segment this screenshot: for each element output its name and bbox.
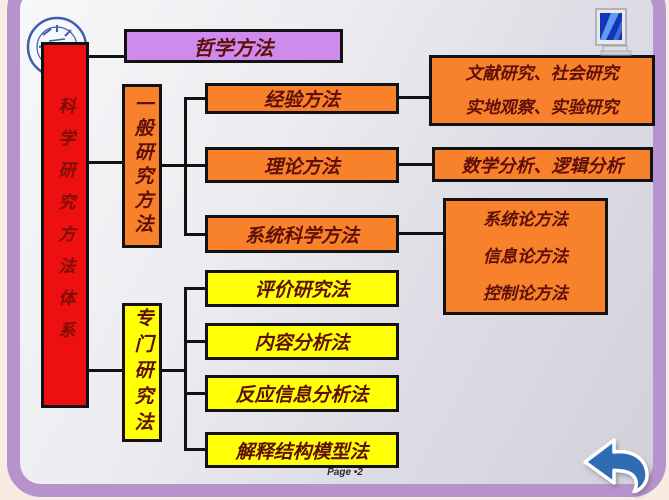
connector: [399, 96, 429, 99]
node-systems-science-method: 系统科学方法: [205, 215, 399, 253]
connector: [187, 448, 205, 451]
connector: [399, 232, 443, 235]
detail-line: 数学分析、逻辑分析: [461, 155, 624, 176]
node-general-branch-label: 一般研究方法: [131, 94, 153, 238]
node-theoretical-method-label: 理论方法: [263, 156, 340, 178]
node-general-branch: 一般研究方法: [122, 84, 162, 248]
connector: [89, 55, 125, 58]
node-evaluation-method-label: 评价研究法: [254, 280, 350, 301]
node-empirical-method: 经验方法: [205, 83, 399, 114]
connector: [187, 97, 205, 100]
connector: [89, 161, 122, 164]
page-number-label: Page •2: [327, 467, 363, 478]
connector: [184, 97, 187, 236]
detail-line: 实地观察、实验研究: [465, 97, 619, 117]
node-feedback-info-method-label: 反应信息分析法: [235, 385, 369, 406]
connector: [162, 164, 187, 167]
connector: [187, 340, 205, 343]
connector: [187, 287, 205, 290]
node-systems-detail: 系统论方法 信息论方法 控制论方法: [443, 198, 608, 315]
node-content-analysis-method: 内容分析法: [205, 323, 399, 360]
node-systems-science-method-label: 系统科学方法: [244, 225, 359, 247]
node-evaluation-method: 评价研究法: [205, 270, 399, 307]
connector: [162, 369, 187, 372]
node-theoretical-detail: 数学分析、逻辑分析: [432, 147, 653, 182]
connector: [184, 287, 187, 451]
detail-line: 文献研究、社会研究: [465, 63, 619, 83]
back-arrow-button[interactable]: [579, 437, 653, 493]
computer-monitor-icon: [595, 8, 632, 56]
connector: [187, 164, 205, 167]
detail-line: 系统论方法: [483, 210, 568, 229]
node-feedback-info-method: 反应信息分析法: [205, 375, 399, 412]
connector: [187, 233, 205, 236]
connector: [399, 163, 432, 166]
connector: [187, 392, 205, 395]
node-empirical-method-label: 经验方法: [263, 90, 340, 111]
node-root: 科学研究方法体系: [41, 42, 89, 408]
node-empirical-detail: 文献研究、社会研究 实地观察、实验研究: [429, 55, 655, 126]
node-root-label: 科学研究方法体系: [55, 97, 75, 353]
detail-line: 信息论方法: [483, 247, 568, 266]
node-philosophy-label: 哲学方法: [193, 37, 274, 60]
node-philosophy: 哲学方法: [124, 29, 343, 63]
node-special-branch-label: 专门研究法: [131, 307, 153, 438]
node-special-branch: 专门研究法: [122, 303, 162, 442]
detail-line: 控制论方法: [483, 284, 568, 303]
node-theoretical-method: 理论方法: [205, 147, 399, 183]
node-ism-method-label: 解释结构模型法: [235, 441, 369, 463]
connector: [89, 369, 122, 372]
node-ism-method: 解释结构模型法: [205, 432, 399, 468]
node-content-analysis-method-label: 内容分析法: [254, 333, 350, 354]
